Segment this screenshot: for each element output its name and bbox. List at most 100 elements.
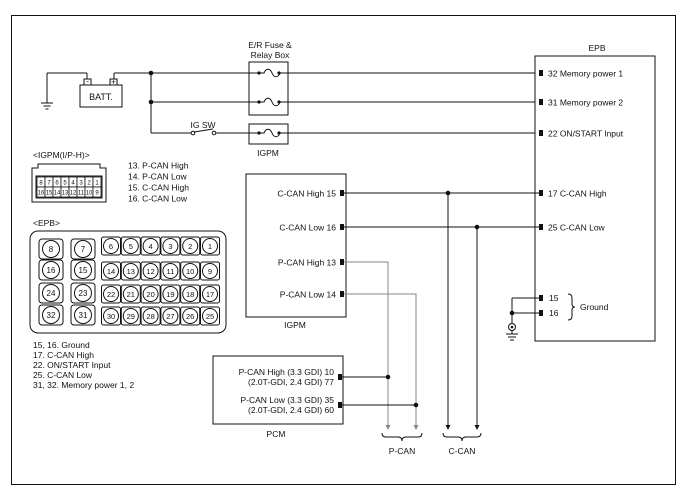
- pcan-brace-icon: [381, 432, 423, 442]
- epb-title: EPB: [588, 43, 605, 53]
- pcan-high-arrow-icon: [385, 425, 391, 430]
- igpm-connector-pin-6: 6: [55, 181, 59, 187]
- igpm-pin-15: C-CAN High 15: [277, 189, 336, 199]
- epb-connector-pin-ring-15: [74, 261, 92, 279]
- pcm-pcan-low-3.3: P-CAN Low (3.3 GDI) 35: [240, 395, 334, 405]
- epb-connector-pin-20: 20: [146, 290, 154, 299]
- epb-connector-pin-ring-12: [142, 263, 159, 279]
- epb-connector-pin-ring-8: [42, 240, 60, 258]
- epb-connector-pin-30: 30: [107, 312, 115, 321]
- diagram-border: [11, 15, 676, 485]
- epb-connector-pin-11: 11: [167, 267, 175, 276]
- epb-connector-pin-ring-10: [182, 263, 199, 279]
- battery: - + BATT.: [46, 72, 123, 108]
- epb-connector-pin-ring-24: [42, 284, 60, 302]
- epb-connector-pin-23: 23: [79, 289, 88, 298]
- epb-connector-pin-ring-20: [142, 286, 159, 302]
- epb-connector-pin-26: 26: [186, 312, 194, 321]
- ccan-high-arrow-icon: [445, 425, 451, 430]
- epb-connector-pin-6: 6: [109, 242, 113, 251]
- igpm-connector-pin-4: 4: [71, 181, 75, 187]
- fusebox-title-line1: E/R Fuse &: [248, 40, 292, 50]
- epb-legend-ground: 15, 16. Ground: [33, 340, 90, 350]
- epb-connector-pin-14: 14: [107, 267, 115, 276]
- pcm-pcan-low-2.0: (2.0T-GDI, 2.4 GDI) 60: [248, 405, 334, 415]
- igpm-module: C-CAN High 15 C-CAN Low 16 P-CAN High 13…: [245, 173, 347, 330]
- igpm-connector-pin-12: 12: [70, 191, 77, 197]
- fuse-3-icon: [258, 128, 288, 138]
- igpm-connector-pin-14: 14: [54, 191, 61, 197]
- epb-connector-pin-9: 9: [208, 267, 212, 276]
- epb-connector-pin-31: 31: [79, 311, 88, 320]
- epb-connector-pin-28: 28: [146, 312, 154, 321]
- epb-connector-pin-ring-2: [182, 238, 199, 254]
- igpm-connector-pin-16: 16: [38, 191, 45, 197]
- epb-connector-pin-27: 27: [166, 312, 174, 321]
- epb-connector-pin-ring-5: [122, 238, 139, 254]
- battery-neg-label: -: [86, 76, 89, 86]
- ig-switch-icon: [190, 128, 217, 136]
- igpm-legend-14: 14. P-CAN Low: [128, 172, 187, 182]
- epb-connector-pin-ring-29: [122, 308, 139, 324]
- pcm-module-label: PCM: [267, 429, 286, 439]
- epb-connector-pin-17: 17: [206, 290, 214, 299]
- epb-connector-pin-ring-9: [202, 263, 218, 279]
- epb-connector-pin-ring-13: [122, 263, 139, 279]
- igpm-connector-pin-9: 9: [95, 191, 99, 197]
- igpm-connector-pin-11: 11: [78, 191, 85, 197]
- igpm-connector-pin-10: 10: [86, 191, 93, 197]
- epb-connector-pin-ring-30: [103, 308, 119, 324]
- epb-connector-pin-ring-19: [162, 286, 179, 302]
- epb-ground-label: Ground: [580, 302, 609, 312]
- epb-connector-pin-ring-18: [182, 286, 199, 302]
- epb-connector-pin-ring-23: [74, 284, 92, 302]
- epb-connector-pin-ring-28: [142, 308, 159, 324]
- igpm-connector-pin-8: 8: [39, 181, 43, 187]
- ccan-brace-icon: [442, 432, 482, 442]
- epb-connector-pin-15: 15: [79, 266, 88, 275]
- igpm-fuse-label: IGPM: [257, 148, 279, 158]
- igpm-connector-pin-5: 5: [63, 181, 67, 187]
- epb-connector-pin-5: 5: [129, 242, 133, 251]
- igpm-connector-pin-2: 2: [87, 181, 91, 187]
- igpm-pin-16: C-CAN Low 16: [279, 223, 336, 233]
- epb-connector-pin-25: 25: [206, 312, 214, 321]
- ground-brace-icon: [567, 293, 576, 321]
- epb-connector-pin-ring-31: [74, 306, 92, 324]
- epb-pin-22: 22 ON/START Input: [548, 129, 624, 139]
- epb-connector-pin-ring-3: [162, 238, 179, 254]
- epb-connector-pin-ring-32: [42, 306, 60, 324]
- igpm-connector-pin-15: 15: [46, 191, 53, 197]
- igpm-legend-13: 13. P-CAN High: [128, 161, 189, 171]
- fuse-2-icon: [258, 97, 288, 107]
- battery-pos-label: +: [111, 77, 116, 87]
- epb-connector-pin-ring-27: [162, 308, 179, 324]
- epb-connector-pin-ring-7: [74, 240, 92, 258]
- igpm-legend-16: 16. C-CAN Low: [128, 194, 188, 204]
- epb-connector-pin-ring-4: [142, 238, 159, 254]
- epb-connector-pin-ring-14: [103, 263, 119, 279]
- epb-connector-pin-8: 8: [49, 245, 54, 254]
- epb-connector-pin-21: 21: [127, 290, 135, 299]
- epb-connector-pin-24: 24: [47, 289, 56, 298]
- epb-connector-pin-3: 3: [168, 242, 172, 251]
- epb-pin-31: 31 Memory power 2: [548, 98, 623, 108]
- epb-connector-pin-1: 1: [208, 242, 212, 251]
- battery-ground-icon: [41, 102, 53, 110]
- epb-connector-pin-4: 4: [149, 242, 153, 251]
- epb-legend-22: 22. ON/START Input: [33, 360, 111, 370]
- igpm-connector-cell-9: [92, 186, 102, 198]
- epb-legend-31-32: 31, 32. Memory power 1, 2: [33, 380, 134, 390]
- epb-connector-pin-ring-16: [42, 261, 60, 279]
- epb-connector-pin-13: 13: [127, 267, 135, 276]
- epb-pin-16: 16: [549, 308, 559, 318]
- epb-pin-25: 25 C-CAN Low: [548, 223, 606, 233]
- igpm-connector-pin-13: 13: [62, 191, 69, 197]
- fuse-relay-box: E/R Fuse & Relay Box: [248, 40, 292, 116]
- ccan-low-arrow-icon: [474, 425, 480, 430]
- epb-connector-pin-ring-6: [103, 238, 119, 254]
- igpm-connector-pin-7: 7: [47, 181, 51, 187]
- epb-connector-title: <EPB>: [33, 218, 60, 228]
